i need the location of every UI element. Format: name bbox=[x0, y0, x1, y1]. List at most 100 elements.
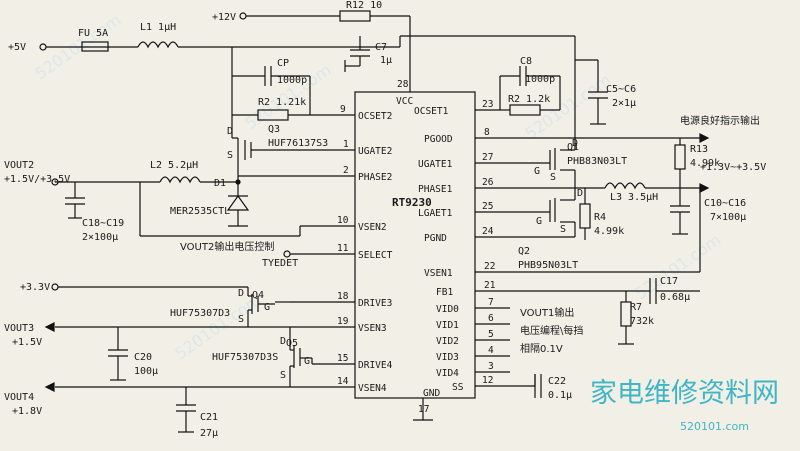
pin-num: 15 bbox=[337, 353, 348, 364]
pin-num: 24 bbox=[482, 226, 494, 237]
c8-value: 1000p bbox=[525, 74, 555, 85]
pin-num: 22 bbox=[484, 261, 495, 272]
pin-name: UGATE2 bbox=[358, 146, 392, 157]
pin-num: 23 bbox=[482, 99, 493, 110]
pin-name: FB1 bbox=[436, 287, 453, 298]
pin-name: DRIVE4 bbox=[358, 360, 393, 371]
r13-value: 4.99k bbox=[690, 158, 720, 169]
c5-label: C5~C6 bbox=[606, 84, 636, 95]
c20-label: C20 bbox=[134, 352, 152, 363]
rail-12v-label: +12V bbox=[212, 12, 236, 23]
pgood-note: 电源良好指示输出 bbox=[680, 114, 760, 127]
vout2-stage: D S Q3 HUF76137S3 D1 MER2535CTL L2 5.2μH… bbox=[4, 124, 328, 243]
q2-s-pin: S bbox=[560, 224, 566, 235]
resistor-r12 bbox=[339, 10, 371, 22]
pin-name: LGAET1 bbox=[418, 208, 453, 219]
q3-s-pin: S bbox=[227, 150, 233, 161]
r7-value: 732k bbox=[630, 316, 654, 327]
resistor-r2-right bbox=[509, 104, 541, 116]
q1-s-pin: S bbox=[550, 172, 556, 183]
pin-num: 4 bbox=[488, 345, 494, 356]
l3-label: L3 3.5μH bbox=[610, 192, 658, 203]
rail-5v-label: +5V bbox=[8, 42, 26, 53]
c22-label: C22 bbox=[548, 376, 566, 387]
pin-name: SELECT bbox=[358, 250, 393, 261]
vid-note-line3: 相隔0.1V bbox=[520, 342, 563, 355]
fuse-label: FU 5A bbox=[78, 28, 108, 39]
pin-num: 8 bbox=[484, 127, 490, 138]
c10-value: 7×100μ bbox=[710, 212, 746, 223]
top-power-section: +5V FU 5A L1 1μH +12V R12 10 C7 1μ bbox=[8, 0, 575, 138]
q1-g-pin: G bbox=[534, 166, 540, 177]
pin-num: 2 bbox=[343, 165, 349, 176]
watermark-brand: 家电维修资料网 bbox=[590, 378, 779, 409]
vout2-label: VOUT2 bbox=[4, 160, 34, 171]
pin-name: OCSET2 bbox=[358, 111, 392, 122]
vout4-label: VOUT4 bbox=[4, 392, 34, 403]
watermark-url: 520101.com bbox=[680, 420, 749, 433]
diode-d1 bbox=[226, 194, 250, 211]
pin-name: VID0 bbox=[436, 304, 459, 315]
q5-g-pin: G bbox=[304, 356, 310, 367]
terminal-3v3 bbox=[51, 283, 59, 291]
pin-num: 19 bbox=[337, 316, 349, 327]
c5-value: 2×1μ bbox=[612, 98, 636, 109]
pin-name: VSEN2 bbox=[358, 222, 387, 233]
pin-name: VSEN4 bbox=[358, 383, 387, 394]
pin-name: PGOOD bbox=[424, 134, 453, 145]
pin-vcc-name: VCC bbox=[396, 96, 413, 107]
pin-name: PHASE1 bbox=[418, 184, 453, 195]
d1-part: MER2535CTL bbox=[170, 206, 230, 217]
q4-s-pin: S bbox=[238, 314, 244, 325]
l1-label: L1 1μH bbox=[140, 22, 176, 33]
vout3-label: VOUT3 bbox=[4, 323, 34, 334]
q5-part: HUF75307D3S bbox=[212, 352, 278, 363]
vout3-vout4-stage: +3.3V D G S Q4 HUF75307D3 VOUT3 +1.5V C2… bbox=[4, 282, 313, 439]
c22-value: 0.1μ bbox=[548, 390, 572, 401]
pin-num: 10 bbox=[337, 215, 349, 226]
cp-label: CP bbox=[277, 58, 289, 69]
r12-label: R12 10 bbox=[346, 0, 382, 11]
pin-num: 6 bbox=[488, 313, 494, 324]
pin-name: UGATE1 bbox=[418, 159, 453, 170]
q5-label: Q5 bbox=[286, 338, 298, 349]
c17-value: 0.68μ bbox=[660, 292, 690, 303]
pin-num: 3 bbox=[488, 361, 494, 372]
c17-label: C17 bbox=[660, 276, 678, 287]
pin-vcc-num: 28 bbox=[397, 79, 409, 90]
c18-value: 2×100μ bbox=[82, 232, 118, 243]
inductor-l3 bbox=[604, 182, 646, 190]
pin-name: VSEN1 bbox=[424, 268, 453, 279]
terminal-5v bbox=[39, 43, 47, 51]
inductor-l2 bbox=[159, 176, 201, 184]
c20-value: 100μ bbox=[134, 366, 158, 377]
q4-g-pin: G bbox=[264, 302, 270, 313]
pin-name: VID1 bbox=[436, 320, 459, 331]
r2-right-label: R2 1.2k bbox=[508, 94, 550, 105]
c18-label: C18~C19 bbox=[82, 218, 124, 229]
right-pins: 23 OCSET1 8 PGOOD 27 UGATE1 26 PHASE1 25… bbox=[414, 99, 710, 393]
q2-part: PHB95N03LT bbox=[518, 260, 578, 271]
q1-label: Q1 bbox=[567, 142, 579, 153]
inductor-l1 bbox=[137, 41, 179, 49]
q1-part: PHB83N03LT bbox=[567, 156, 627, 167]
q4-part: HUF75307D3 bbox=[170, 308, 230, 319]
r13-label: R13 bbox=[690, 144, 708, 155]
q4-d-pin: D bbox=[238, 288, 244, 299]
tyedet-label: TYEDET bbox=[262, 258, 298, 269]
pin-num: 14 bbox=[337, 376, 349, 387]
r4-value: 4.99k bbox=[594, 226, 624, 237]
q4-label: Q4 bbox=[252, 290, 264, 301]
c21-label: C21 bbox=[200, 412, 218, 423]
vout2-control-label: VOUT2输出电压控制 bbox=[180, 240, 274, 253]
pin-name: OCSET1 bbox=[414, 106, 449, 117]
pin-num: 11 bbox=[337, 243, 349, 254]
pin-gnd-name: GND bbox=[423, 388, 440, 399]
resistor-r4 bbox=[579, 203, 591, 229]
q2-d-pin: D bbox=[577, 188, 583, 199]
pin-name: VID3 bbox=[436, 352, 459, 363]
pin-name: PGND bbox=[424, 233, 447, 244]
r7-label: R7 bbox=[630, 302, 642, 313]
pin-name: VID4 bbox=[436, 368, 459, 379]
